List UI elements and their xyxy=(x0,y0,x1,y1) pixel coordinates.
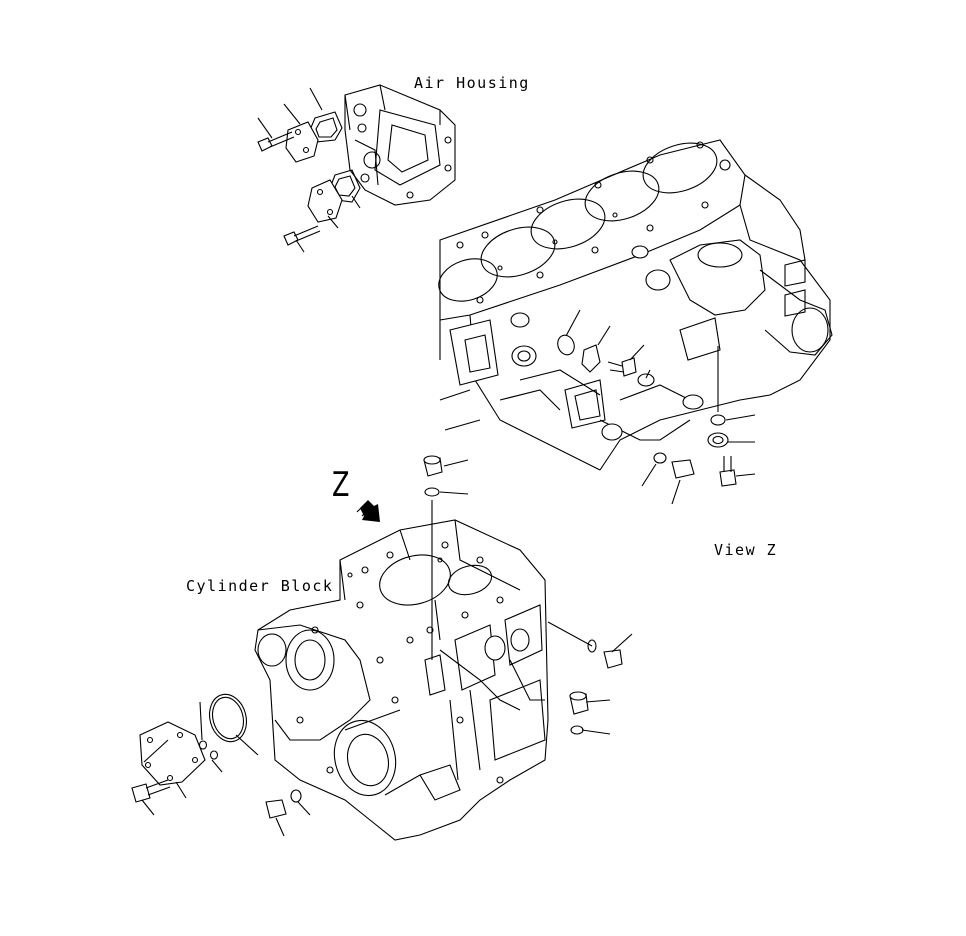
view-z-arrow-icon xyxy=(357,500,380,522)
air-housing-assembly xyxy=(258,85,455,252)
plug-icon xyxy=(266,790,301,818)
cylinder-block-label: Cylinder Block xyxy=(186,577,334,595)
bolt-icon xyxy=(132,780,170,802)
view-z-label: View Z xyxy=(714,541,778,559)
bolt-icon xyxy=(258,132,294,151)
plug-icon xyxy=(604,650,622,668)
plug-icon xyxy=(424,456,442,476)
bolt-icon xyxy=(720,456,736,486)
bolt-icon xyxy=(284,226,320,245)
plug-icon xyxy=(570,692,588,714)
cylinder-block-assembly xyxy=(132,456,632,840)
plug-icon xyxy=(672,460,694,478)
air-housing-label: Air Housing xyxy=(414,74,530,92)
bolt-icon xyxy=(608,358,636,376)
engine-block-view-z xyxy=(433,134,832,504)
z-marker-label: Z xyxy=(332,465,350,505)
